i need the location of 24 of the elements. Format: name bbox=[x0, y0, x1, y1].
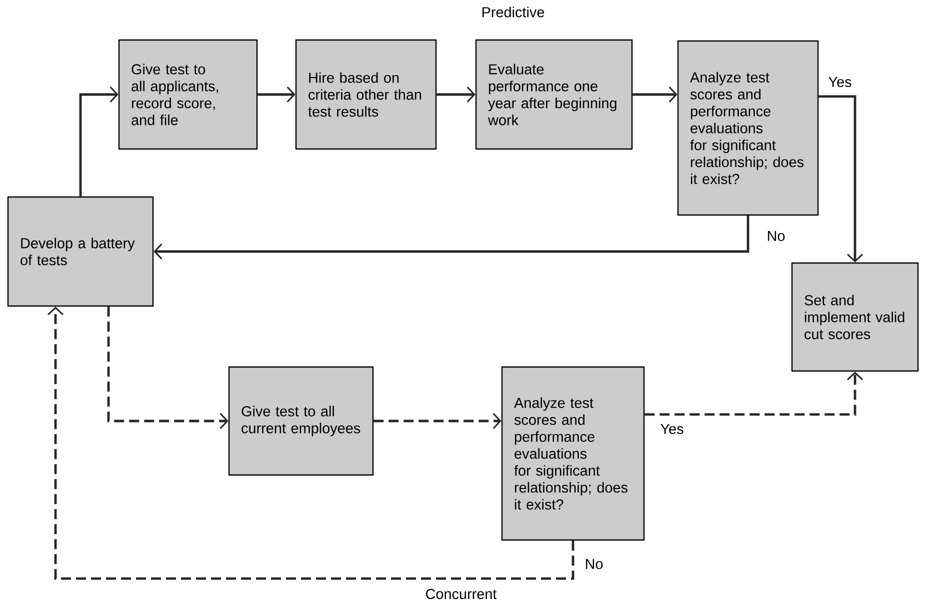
path-label: Predictive bbox=[482, 6, 544, 18]
process-box: Give test to all applicants, record score, and file bbox=[118, 39, 258, 150]
process-box: Develop a battery of tests bbox=[7, 196, 154, 307]
edge-label: Yes bbox=[828, 76, 852, 88]
arrow bbox=[258, 86, 296, 103]
arrow bbox=[79, 86, 118, 196]
arrow bbox=[436, 86, 476, 103]
arrow bbox=[374, 412, 502, 430]
process-box: Set and implement valid cut scores bbox=[791, 262, 919, 372]
process-box: Hire based on criteria other than test results bbox=[295, 39, 437, 150]
path-label: Concurrent bbox=[426, 588, 497, 600]
process-box: Analyze test scores and performance evaluations for significant relationship; does it exist? bbox=[677, 40, 819, 216]
arrow bbox=[818, 95, 864, 262]
edge-label: No bbox=[586, 558, 603, 570]
edge-label: Yes bbox=[660, 424, 684, 434]
arrow bbox=[632, 86, 678, 103]
process-box: Analyze test scores and performance evaluations for significant relationship; does it exist? bbox=[501, 366, 645, 541]
edge-label: No bbox=[768, 230, 785, 242]
arrow bbox=[107, 306, 228, 430]
process-box: Give test to all current employees bbox=[228, 366, 374, 476]
process-box: Evaluate performance one year after beginning work bbox=[475, 39, 633, 150]
arrow bbox=[644, 372, 864, 416]
arrow bbox=[47, 306, 574, 580]
arrow bbox=[154, 216, 750, 260]
